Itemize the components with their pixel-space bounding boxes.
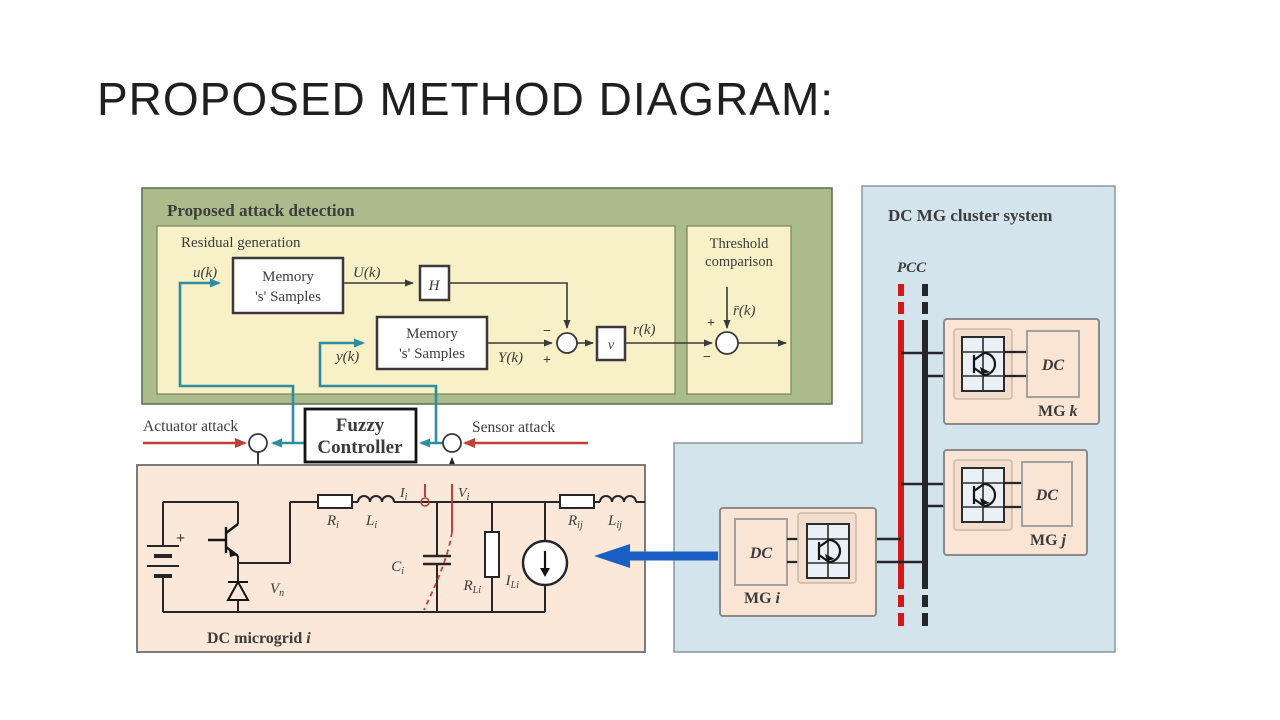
cluster-title: DC MG cluster system [888, 206, 1052, 225]
residual-minus-sign: − [543, 324, 551, 339]
label-rij: Rij [567, 513, 583, 531]
v-block [595, 325, 627, 362]
label-vn: Vn [270, 581, 284, 599]
mg-k-label: MG k [1038, 403, 1078, 420]
current-source-ili [521, 539, 569, 587]
label-Uk: U(k) [353, 265, 380, 281]
inductor-lij [599, 495, 637, 503]
pcc-label: PCC [897, 260, 927, 276]
label-lij: Lij [607, 513, 622, 531]
label-Yk: Y(k) [498, 350, 523, 366]
mg-k-dc-links [1004, 350, 1027, 378]
resistor-rli [484, 531, 500, 578]
attack-detection-panel: Proposed attack detection Residual gener… [141, 187, 833, 405]
mg-i-label: MG i [744, 590, 781, 607]
threshold-comparison-box [686, 225, 792, 395]
label-rli: RLi [462, 578, 481, 596]
label-li: Li [365, 513, 377, 531]
attack-injections: Actuator attack Sensor attack [143, 418, 588, 448]
h-gain-block [418, 264, 451, 302]
sensor-attack-label: Sensor attack [472, 419, 555, 436]
threshold-plus-sign: + [707, 316, 715, 331]
current-tap-circle [420, 497, 430, 507]
mg-k-dc-box [1026, 330, 1080, 398]
sampling-signal-wires [178, 278, 443, 448]
fuzzy-controller-line1: Fuzzy [336, 415, 385, 436]
memory-top-line2: 's' Samples [255, 289, 321, 305]
residual-generation-title: Residual generation [181, 235, 301, 251]
h-block-label: H [428, 278, 441, 294]
diode-symbol [226, 579, 250, 601]
label-uk: u(k) [193, 265, 217, 281]
mg-k-unit: DC MG k [943, 318, 1100, 425]
detection-title: Proposed attack detection [167, 201, 355, 220]
slide-title: PROPOSED METHOD DIAGRAM: [97, 73, 835, 125]
residual-plus-sign: + [543, 353, 551, 368]
memory-bottom-line1: Memory [406, 326, 458, 342]
mg-j-dc-links [1004, 481, 1022, 509]
threshold-minus-sign: − [703, 350, 711, 365]
label-ri: Ri [326, 513, 339, 531]
resistor-ri [317, 494, 353, 509]
threshold-title-line1: Threshold [710, 236, 770, 252]
mg-j-dc-label: DC [1035, 487, 1059, 504]
inductor-li [357, 495, 395, 503]
resistor-rij [559, 494, 595, 509]
threshold-sum-junction [715, 331, 739, 355]
capacitor-ci [423, 554, 451, 566]
threshold-title-line2: comparison [705, 254, 773, 270]
plant-circuit-wires [162, 501, 645, 613]
residual-wires [343, 279, 787, 347]
memory-samples-block-bottom [375, 315, 489, 371]
mg-i-dc-label: DC [749, 545, 773, 562]
memory-bottom-line2: 's' Samples [399, 346, 465, 362]
fuzzy-controller-block: Fuzzy Controller [303, 407, 418, 464]
label-rbar-k: r̄(k) [733, 303, 756, 319]
battery-symbol [147, 545, 179, 578]
v-block-label: v [608, 338, 615, 353]
mg-j-unit: DC MG j [943, 449, 1088, 556]
dc-microgrid-plant: + [136, 464, 646, 653]
mg-j-label: MG j [1030, 532, 1067, 549]
attack-injection-dashed-line [423, 531, 453, 611]
mg-i-dc-box [734, 518, 788, 586]
sensor-attack-junction [442, 433, 462, 453]
sensor-measurement-taps [420, 484, 453, 611]
actuator-attack-label: Actuator attack [143, 418, 238, 435]
label-rk: r(k) [633, 322, 656, 338]
memory-samples-block-top [231, 256, 345, 315]
igbt-symbol [208, 523, 239, 557]
cluster-link-arrow [594, 544, 718, 568]
fuzzy-controller-line2: Controller [317, 437, 403, 458]
mg-j-dc-box [1021, 461, 1073, 527]
mg-k-dc-label: DC [1041, 357, 1065, 374]
residual-sum-junction [556, 332, 578, 354]
mg-i-unit: DC MG i [719, 507, 877, 617]
plant-caption: DC microgrid i [207, 630, 311, 647]
label-ii: Ii [399, 486, 408, 503]
measurement-lines [424, 484, 453, 532]
memory-top-line1: Memory [262, 269, 314, 285]
label-ci: Ci [391, 559, 404, 577]
actuator-attack-junction [248, 433, 268, 453]
label-vi: Vi [458, 486, 470, 503]
label-ili: ILi [505, 573, 520, 591]
label-yk: y(k) [334, 349, 359, 365]
cluster-region: DC MG cluster system PCC DC MG k [673, 185, 1116, 653]
battery-plus-sign: + [176, 530, 185, 547]
